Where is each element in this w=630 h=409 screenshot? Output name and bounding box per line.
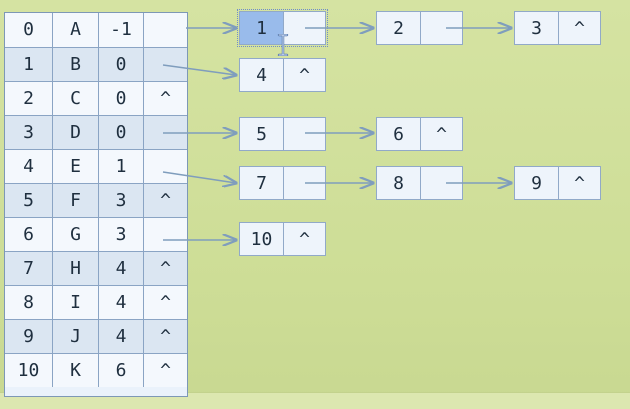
node-pointer [421, 12, 462, 44]
table-row-7: 7 H 4 ^ [5, 251, 187, 285]
node-value: 6 [377, 118, 421, 150]
list-node-5[interactable]: 5 [239, 117, 326, 151]
table-row-5: 5 F 3 ^ [5, 183, 187, 217]
list-node-2[interactable]: 2 [376, 11, 463, 45]
table-row-0: 0 A -1 [5, 13, 187, 47]
table-row-9: 9 J 4 ^ [5, 319, 187, 353]
table-row-10: 10 K 6 ^ [5, 353, 187, 387]
node-pointer: ^ [436, 123, 447, 145]
pointer-cell [144, 48, 187, 81]
list-node-1[interactable]: 1 [237, 9, 328, 47]
name-cell: A [53, 13, 99, 47]
name-cell: H [53, 252, 99, 285]
list-node-3[interactable]: 3 ^ [514, 11, 601, 45]
name-cell: I [53, 286, 99, 319]
parent-cell: 3 [99, 184, 144, 217]
parent-cell: 4 [99, 320, 144, 353]
table-row-1: 1 B 0 [5, 47, 187, 81]
node-pointer [284, 12, 325, 44]
pointer-cell [144, 116, 187, 149]
node-value: 8 [377, 167, 421, 199]
index-cell: 5 [5, 184, 53, 217]
index-cell: 10 [5, 354, 53, 387]
list-node-10[interactable]: 10 ^ [239, 222, 326, 256]
pointer-cell [144, 13, 187, 47]
index-cell: 1 [5, 48, 53, 81]
parent-cell: 0 [99, 116, 144, 149]
table-row-6: 6 G 3 [5, 217, 187, 251]
node-value: 5 [240, 118, 284, 150]
adjacency-table: 0 A -1 1 B 0 2 C 0 ^ 3 D 0 4 E 1 5 F 3 ^… [4, 12, 188, 397]
node-pointer: ^ [574, 17, 585, 39]
parent-cell: 3 [99, 218, 144, 251]
node-value: 1 [240, 12, 284, 44]
index-cell: 7 [5, 252, 53, 285]
list-node-8[interactable]: 8 [376, 166, 463, 200]
index-cell: 3 [5, 116, 53, 149]
pointer-cell: ^ [160, 257, 171, 279]
pointer-cell [144, 150, 187, 183]
node-pointer: ^ [299, 228, 310, 250]
list-node-6[interactable]: 6 ^ [376, 117, 463, 151]
node-value: 3 [515, 12, 559, 44]
pointer-cell: ^ [160, 189, 171, 211]
node-pointer: ^ [574, 172, 585, 194]
parent-cell: 4 [99, 252, 144, 285]
table-row-8: 8 I 4 ^ [5, 285, 187, 319]
pointer-cell: ^ [160, 87, 171, 109]
list-node-7[interactable]: 7 [239, 166, 326, 200]
table-row-4: 4 E 1 [5, 149, 187, 183]
node-pointer [421, 167, 462, 199]
name-cell: C [53, 82, 99, 115]
node-value: 9 [515, 167, 559, 199]
parent-cell: 4 [99, 286, 144, 319]
name-cell: B [53, 48, 99, 81]
node-pointer [284, 167, 325, 199]
node-pointer [284, 118, 325, 150]
index-cell: 4 [5, 150, 53, 183]
index-cell: 6 [5, 218, 53, 251]
name-cell: F [53, 184, 99, 217]
name-cell: K [53, 354, 99, 387]
node-value: 7 [240, 167, 284, 199]
pointer-cell [144, 218, 187, 251]
index-cell: 8 [5, 286, 53, 319]
pointer-cell: ^ [160, 291, 171, 313]
table-row-3: 3 D 0 [5, 115, 187, 149]
pointer-cell: ^ [160, 359, 171, 381]
list-node-9[interactable]: 9 ^ [514, 166, 601, 200]
parent-cell: 0 [99, 82, 144, 115]
parent-cell: 1 [99, 150, 144, 183]
node-value: 4 [240, 59, 284, 91]
list-node-4[interactable]: 4 ^ [239, 58, 326, 92]
index-cell: 0 [5, 13, 53, 47]
table-row-2: 2 C 0 ^ [5, 81, 187, 115]
parent-cell: 6 [99, 354, 144, 387]
node-value: 2 [377, 12, 421, 44]
node-pointer: ^ [299, 64, 310, 86]
name-cell: D [53, 116, 99, 149]
node-value: 10 [240, 223, 284, 255]
parent-cell: -1 [99, 13, 144, 47]
name-cell: E [53, 150, 99, 183]
index-cell: 9 [5, 320, 53, 353]
pointer-cell: ^ [160, 325, 171, 347]
parent-cell: 0 [99, 48, 144, 81]
index-cell: 2 [5, 82, 53, 115]
name-cell: G [53, 218, 99, 251]
name-cell: J [53, 320, 99, 353]
